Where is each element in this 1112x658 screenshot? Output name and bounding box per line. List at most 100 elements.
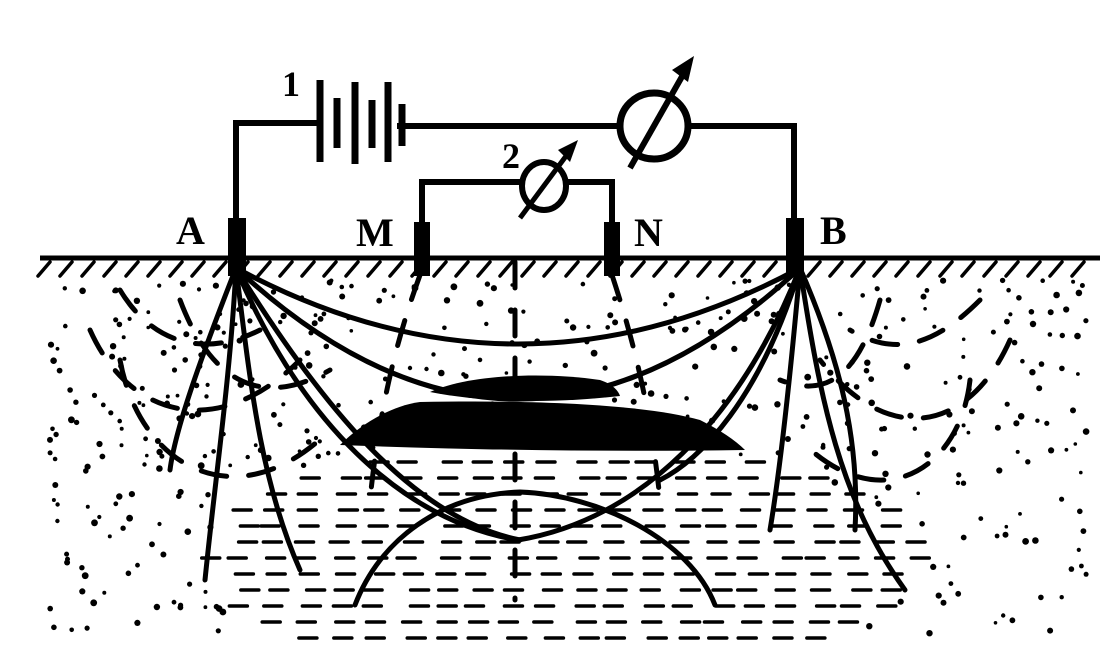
sand-dot	[820, 444, 826, 450]
sand-dot	[1053, 291, 1060, 299]
sand-dot	[51, 624, 57, 631]
sand-dot	[993, 621, 998, 625]
sand-dot	[803, 414, 810, 420]
sand-dot	[1079, 283, 1085, 288]
sand-dot	[1083, 318, 1089, 324]
sand-dot	[304, 350, 311, 356]
sand-dot	[668, 292, 675, 299]
surface-hatch-mark	[938, 260, 954, 278]
sand-dot	[1082, 428, 1090, 435]
sand-dot	[484, 281, 491, 287]
sand-dot	[117, 418, 122, 424]
surface-hatch-mark	[916, 260, 932, 278]
sand-dot	[562, 362, 568, 369]
sand-dot	[50, 426, 55, 432]
sand-dot	[137, 400, 142, 405]
sand-dot	[305, 439, 312, 445]
sand-dot	[590, 349, 598, 357]
sand-dot	[179, 280, 186, 287]
sand-dot	[96, 440, 103, 448]
current-line-7	[233, 265, 523, 543]
sand-dot	[718, 316, 723, 321]
sand-dot	[864, 359, 871, 366]
surface-hatch-mark	[300, 260, 316, 278]
surface-hatch-mark	[630, 260, 646, 278]
surface-hatch-mark	[652, 260, 668, 278]
sand-dot	[313, 313, 318, 318]
sand-dot	[742, 278, 748, 284]
current-line-12	[352, 489, 718, 608]
sand-dot	[311, 320, 318, 327]
sand-dot	[73, 399, 79, 405]
current-line-6	[202, 265, 239, 583]
sand-dot	[682, 326, 688, 333]
sand-dot	[443, 297, 451, 304]
sand-dot	[874, 286, 880, 292]
surface-hatch-mark	[696, 260, 712, 278]
sand-dot	[189, 413, 196, 420]
wire-ammeter-to-b	[687, 123, 797, 228]
sand-dot	[586, 324, 591, 329]
sand-dot	[695, 320, 701, 325]
current-line-4	[233, 265, 303, 573]
sand-dot	[461, 372, 466, 377]
sand-dot	[1008, 312, 1013, 317]
sand-dot	[1006, 287, 1011, 293]
sand-dot	[1047, 309, 1054, 316]
sand-dot	[1047, 332, 1053, 337]
sand-dot	[1022, 538, 1029, 545]
equipotential-left-3	[117, 357, 333, 479]
sand-dot	[247, 318, 253, 324]
voltmeter-number: 2	[502, 136, 520, 176]
sand-dot	[932, 324, 937, 329]
surface-hatch-mark	[102, 260, 118, 278]
sand-dot	[633, 381, 640, 388]
sand-dot	[751, 404, 759, 411]
sand-dot	[52, 456, 58, 462]
sand-dot	[940, 599, 947, 606]
wire-a-to-battery	[233, 120, 321, 231]
sand-dot	[607, 312, 614, 319]
sand-dot	[1013, 420, 1020, 427]
sand-dot	[55, 346, 60, 351]
sand-dot	[875, 500, 882, 507]
sand-dot	[827, 369, 834, 376]
voltmeter-arrow-icon	[558, 140, 578, 162]
sand-dot	[215, 628, 221, 634]
sand-dot	[171, 367, 178, 373]
sand-dot	[935, 592, 942, 599]
sand-dot	[955, 480, 961, 486]
surface-hatch-mark	[80, 260, 96, 278]
sand-dot	[1004, 318, 1010, 325]
sand-dot	[171, 599, 177, 605]
equipotential-left-4	[177, 297, 333, 390]
sand-dot	[304, 428, 310, 434]
sand-dot	[245, 454, 250, 460]
electrode-n	[604, 222, 620, 276]
current-line-10	[797, 265, 908, 593]
sand-dot	[961, 423, 966, 428]
sand-dot	[732, 280, 736, 285]
sand-dot	[326, 450, 331, 456]
sand-dot	[141, 403, 146, 408]
sand-dot	[450, 283, 458, 291]
sand-dot	[109, 343, 117, 350]
sand-dot	[349, 283, 354, 289]
sand-dot	[47, 436, 53, 443]
sand-dot	[866, 623, 873, 630]
sand-dot	[203, 605, 208, 610]
sand-dot	[119, 426, 124, 431]
surface-hatch-mark	[58, 260, 74, 278]
sand-dot	[837, 311, 843, 317]
sand-dot	[837, 399, 843, 406]
surface-hatch-mark	[520, 260, 536, 278]
equipotential-right-4	[777, 297, 883, 389]
sand-dot	[177, 319, 182, 324]
sand-dot	[160, 349, 167, 356]
current-lines	[167, 265, 908, 608]
sand-dot	[1064, 447, 1069, 452]
sand-dot	[228, 463, 233, 468]
sand-dot	[73, 419, 80, 426]
sand-dot	[1017, 413, 1025, 420]
sand-dot	[883, 325, 888, 330]
